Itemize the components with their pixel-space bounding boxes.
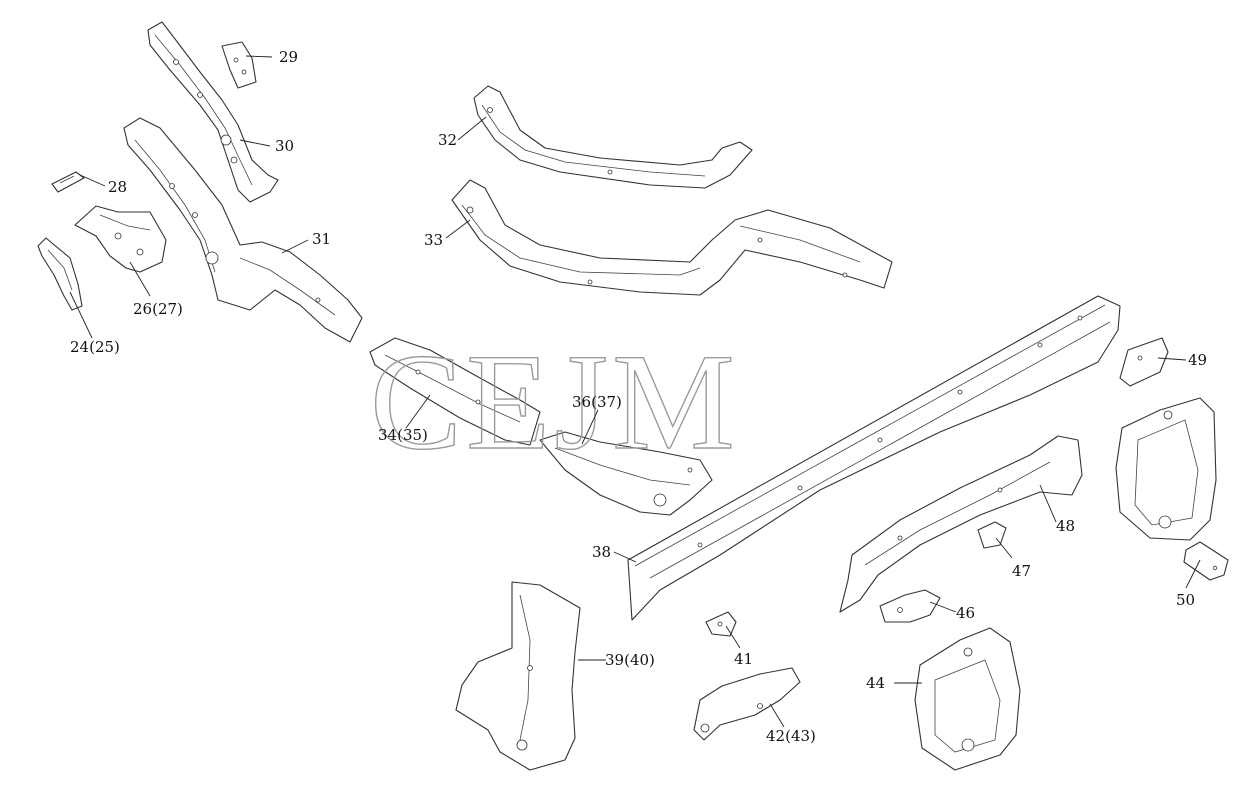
leader-lines (69, 55, 1201, 728)
part-24-bracket (37, 237, 83, 311)
part-38-main-member (627, 295, 1121, 621)
part-26-bracket (74, 205, 167, 273)
callout-36: 36(37) (572, 393, 622, 411)
callout-48: 48 (1056, 517, 1075, 535)
callout-26: 26(27) (133, 300, 183, 318)
part-48-member (839, 435, 1083, 613)
callout-32: 32 (438, 131, 457, 149)
callout-39: 39(40) (605, 651, 655, 669)
part-41-clip (705, 611, 737, 637)
part-44-panel (914, 627, 1021, 771)
part-29-bracket (221, 41, 257, 89)
callout-50: 50 (1176, 591, 1195, 609)
callout-24: 24(25) (70, 338, 120, 356)
part-36-member (539, 431, 713, 516)
part-46-bracket (879, 589, 941, 623)
part-28-plate (51, 171, 85, 193)
callout-28: 28 (108, 178, 127, 196)
callout-29: 29 (279, 48, 298, 66)
part-34-crossmember (369, 337, 541, 446)
part-49-bracket (1119, 337, 1169, 387)
callout-34: 34(35) (378, 426, 428, 444)
callout-49: 49 (1188, 351, 1207, 369)
part-31-lower-rail (123, 117, 363, 343)
part-30-upper-rail (147, 21, 279, 203)
part-32-rail (473, 85, 753, 189)
part-39-pillar (455, 581, 581, 771)
callout-47: 47 (1012, 562, 1031, 580)
part-33-rail (451, 179, 893, 296)
callout-44: 44 (866, 674, 885, 692)
callout-42: 42(43) (766, 727, 816, 745)
watermark-text: CEJM (370, 325, 739, 478)
part-rear-panel (1115, 397, 1217, 541)
part-50-block (1183, 541, 1229, 581)
callout-41: 41 (734, 650, 753, 668)
callout-33: 33 (424, 231, 443, 249)
part-42-bracket (693, 667, 801, 741)
callout-30: 30 (275, 137, 294, 155)
callout-46: 46 (956, 604, 975, 622)
callout-38: 38 (592, 543, 611, 561)
callout-31: 31 (312, 230, 331, 248)
part-47-clip (977, 521, 1007, 549)
